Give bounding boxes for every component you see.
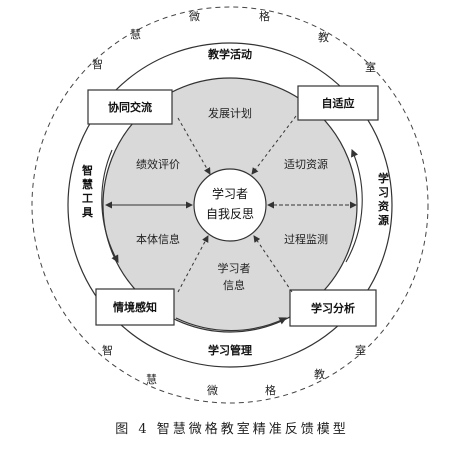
center-label-line1: 学习者 (212, 186, 248, 201)
vertical-char: 慧 (82, 177, 93, 191)
box-frame (289, 289, 377, 327)
vertical-char: 源 (378, 213, 389, 227)
vertical-char: 智 (82, 163, 93, 177)
ring-label-left: 智慧工具 (82, 163, 93, 219)
vertical-char: 工 (82, 192, 93, 205)
box-frame (95, 288, 175, 326)
ring-label-right: 学习资源 (378, 171, 389, 227)
vertical-char: 学 (378, 171, 389, 185)
ring-label-top: 教学活动 (207, 47, 252, 61)
inner-label-top: 发展计划 (208, 106, 252, 120)
arrow-bottom-right (253, 235, 293, 293)
dashed-arrows (105, 115, 357, 293)
inner-label-upper-right: 适切资源 (284, 157, 328, 171)
vertical-char: 资 (378, 199, 389, 213)
arrow-top-left (177, 117, 211, 175)
inner-label-lower-left: 本体信息 (136, 232, 180, 246)
arc-char: 慧 (146, 372, 157, 386)
outer-dashed-ring (31, 6, 429, 404)
box-label: 自适应 (322, 96, 355, 110)
arc-char: 格 (265, 383, 276, 397)
arc-char: 慧 (130, 27, 141, 41)
inner-label-lower-right: 过程监测 (284, 233, 328, 246)
outer-arc-top: 智 慧 微 格 教 室 (92, 9, 376, 74)
curve-left (101, 149, 119, 263)
curve-right (345, 148, 363, 263)
arc-char: 室 (365, 60, 376, 74)
curved-arrows (101, 148, 363, 332)
box-top-right: 自适应 (297, 85, 379, 121)
box-bottom-right: 学习分析 (289, 289, 377, 327)
arc-char: 教 (318, 31, 329, 44)
curve-bottom (175, 317, 287, 332)
arc-char: 室 (355, 343, 366, 357)
arrow-top-right (251, 115, 297, 175)
box-frame (87, 89, 173, 125)
box-bottom-left: 情境感知 (95, 288, 175, 326)
box-label: 协同交流 (108, 100, 152, 114)
box-top-left: 协同交流 (87, 89, 173, 125)
arc-char: 微 (189, 9, 200, 23)
vertical-char: 具 (82, 206, 93, 219)
inner-label-upper-left: 绩效评价 (136, 157, 180, 171)
figure-caption: 图 4 智慧微格教室精准反馈模型 (115, 422, 349, 437)
arc-char: 智 (92, 57, 103, 71)
middle-ring (67, 42, 393, 368)
center-label-line2: 自我反思 (206, 207, 254, 221)
vertical-char: 习 (378, 186, 389, 199)
inner-label-bottom-line2: 信息 (223, 278, 245, 292)
box-frame (297, 85, 379, 121)
box-label: 学习分析 (311, 301, 355, 315)
ring-label-bottom: 学习管理 (208, 343, 252, 357)
arrow-bottom-left (177, 235, 209, 293)
inner-label-bottom-line1: 学习者 (218, 261, 251, 275)
arc-char: 微 (207, 383, 218, 397)
arc-char: 格 (259, 9, 270, 23)
center-disc (193, 168, 267, 242)
arc-char: 智 (102, 343, 113, 357)
outer-arc-bottom: 智 慧 微 格 教 室 (102, 343, 366, 397)
box-label: 情境感知 (113, 300, 157, 314)
arc-char: 教 (314, 368, 325, 381)
